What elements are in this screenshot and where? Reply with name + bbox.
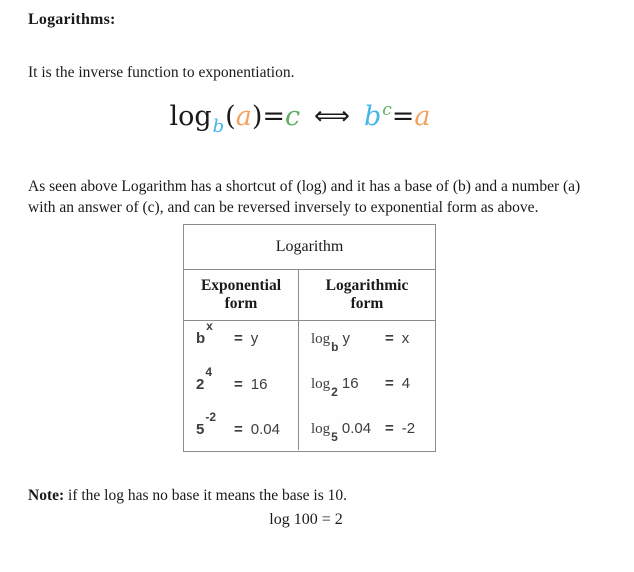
equals-sign: = [234, 375, 243, 393]
log-base: 5 [331, 430, 338, 444]
column-header-text: Logarithmic [325, 277, 409, 294]
formula-log: log [169, 101, 212, 132]
exp-base: 5 [196, 421, 205, 438]
note-label: Note: [28, 487, 65, 504]
paragraph-line-1: As seen above Logarithm has a shortcut o… [28, 178, 581, 195]
paragraph-line-2: with an answer of (c), and can be revers… [28, 199, 539, 216]
exp-exponent: 4 [205, 364, 213, 379]
page-title: Logarithms: [28, 11, 116, 28]
exp-value: 0.04 [250, 421, 280, 438]
note-body: if the log has no base it means the base… [64, 487, 347, 504]
equals-sign: = [385, 330, 394, 347]
note-text: Note: if the log has no base it means th… [28, 487, 347, 505]
log-value: 4 [401, 375, 411, 392]
formula-close-paren: ) [251, 101, 263, 132]
column-header-text: Exponential [200, 277, 282, 294]
formula-result: c [285, 101, 301, 132]
log100-formula: log 100 = 2 [269, 511, 343, 528]
exp-value: y [250, 330, 259, 347]
column-header-text: form [350, 295, 384, 312]
formula-arg: a [235, 101, 252, 132]
log-argument: y [342, 330, 351, 347]
table-row: 24 = 16 [196, 366, 294, 393]
log-base: 2 [331, 385, 338, 399]
exp-exponent: x [206, 319, 213, 333]
formula-open-paren: ( [225, 101, 236, 132]
formula-exp-result: a [414, 101, 431, 132]
exp-value: 16 [250, 375, 268, 393]
log-base: b [331, 340, 339, 354]
exp-base: 2 [196, 375, 205, 393]
table-title: Logarithm [184, 225, 435, 270]
formula-equals: = [262, 101, 285, 132]
log-function: log [311, 376, 331, 392]
equals-sign: = [385, 420, 394, 437]
column-header-text: form [224, 295, 258, 312]
log-function: log [311, 331, 331, 347]
formula-exp-base: b [363, 101, 382, 132]
equals-sign: = [385, 375, 394, 392]
table-row: 5-2 = 0.04 [196, 411, 294, 438]
double-arrow-icon: ⟺ [314, 101, 350, 130]
formula-exp-equals: = [391, 101, 415, 132]
equals-sign: = [234, 421, 243, 438]
log-value: -2 [401, 420, 416, 437]
description-paragraph: As seen above Logarithm has a shortcut o… [28, 176, 628, 218]
log-argument: 0.04 [341, 420, 372, 437]
intro-text: It is the inverse function to exponentia… [28, 64, 295, 81]
log-function: log [311, 421, 331, 437]
logarithm-table: Logarithm Exponential form Logarithmic f… [183, 224, 436, 452]
exp-exponent: -2 [205, 410, 217, 424]
column-header-exponential-form: Exponential form [184, 270, 299, 320]
exponential-form-cell: bx = y 24 = 16 5-2 = 0.04 [184, 320, 299, 450]
exp-base: b [196, 330, 206, 347]
table-column-headers: Exponential form Logarithmic form [184, 270, 435, 321]
log-value: x [401, 330, 410, 347]
table-row: bx = y [196, 320, 294, 347]
log-argument: 16 [341, 375, 359, 392]
equals-sign: = [234, 330, 243, 347]
column-header-logarithmic-form: Logarithmic form [299, 270, 435, 320]
